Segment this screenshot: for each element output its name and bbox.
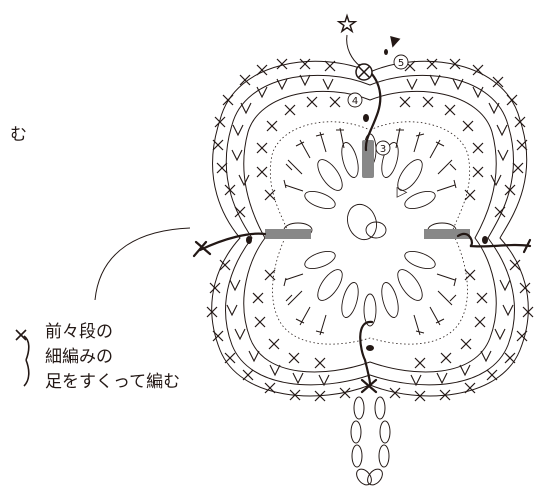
star-leader-line xyxy=(346,34,361,67)
svg-text:4: 4 xyxy=(352,96,358,107)
round-label-4: 4 xyxy=(347,92,363,108)
svg-text:3: 3 xyxy=(380,144,386,155)
highlight-stitches xyxy=(265,140,470,239)
side-text-fragment: む xyxy=(10,125,27,145)
annotation-line-3: 足をすくって編む xyxy=(45,372,181,392)
annotation-leader-line xyxy=(94,227,191,301)
annotation-text: 前々段の 細編みの 足をすくって編む xyxy=(45,320,180,395)
cut-yarn-icon: ▼ xyxy=(387,33,402,51)
start-knot xyxy=(355,63,373,81)
stitch-dots xyxy=(246,49,488,351)
dotted-ring xyxy=(270,121,470,345)
bracket-x-icon xyxy=(15,329,27,341)
start-star-icon: ☆ xyxy=(336,10,358,38)
annotation-line-1: 前々段の xyxy=(45,322,113,342)
annotation-line-2: 細編みの xyxy=(45,347,113,367)
center-ring xyxy=(347,203,387,241)
treble-stitches xyxy=(283,127,457,336)
center-petals xyxy=(283,133,457,327)
round-label-5: 5 xyxy=(393,54,409,70)
round-label-3: 3 xyxy=(375,140,391,156)
annotation-bracket xyxy=(23,335,30,387)
triangle-marker-icon: ▷ xyxy=(397,184,408,200)
svg-text:5: 5 xyxy=(398,58,404,69)
hanging-chain xyxy=(350,396,391,486)
